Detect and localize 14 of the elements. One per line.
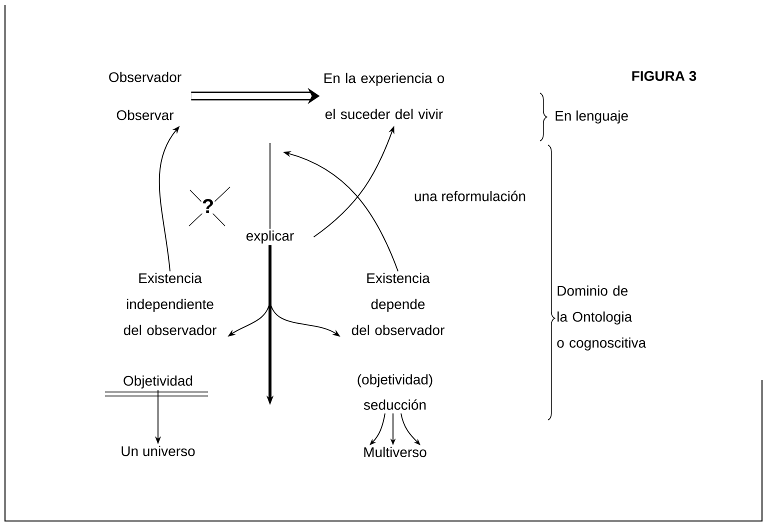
brace-label: En lenguaje [556, 110, 628, 124]
concept-text: explicar [246, 230, 294, 244]
concept-text: (objetividad) seducción [358, 374, 432, 410]
figure-title: FIGURA 3 [632, 71, 696, 81]
concept-text: Objetividad [124, 375, 192, 389]
concept-text: Existencia depende del observador [352, 272, 444, 336]
brace-label: Dominio de la Ontologia o cognoscitiva [557, 285, 646, 351]
concept-text: Un universo [122, 446, 195, 456]
edge-label: una reformulación [412, 189, 528, 203]
crossed-question-mark: ? [188, 186, 230, 226]
concept-text: Existencia independiente del observador [124, 272, 216, 336]
concept-text: En la experiencia o el suceder del vivir [324, 72, 444, 120]
concept-text: Multiverso [364, 446, 426, 458]
concept-text: Observador Observar [109, 72, 182, 120]
